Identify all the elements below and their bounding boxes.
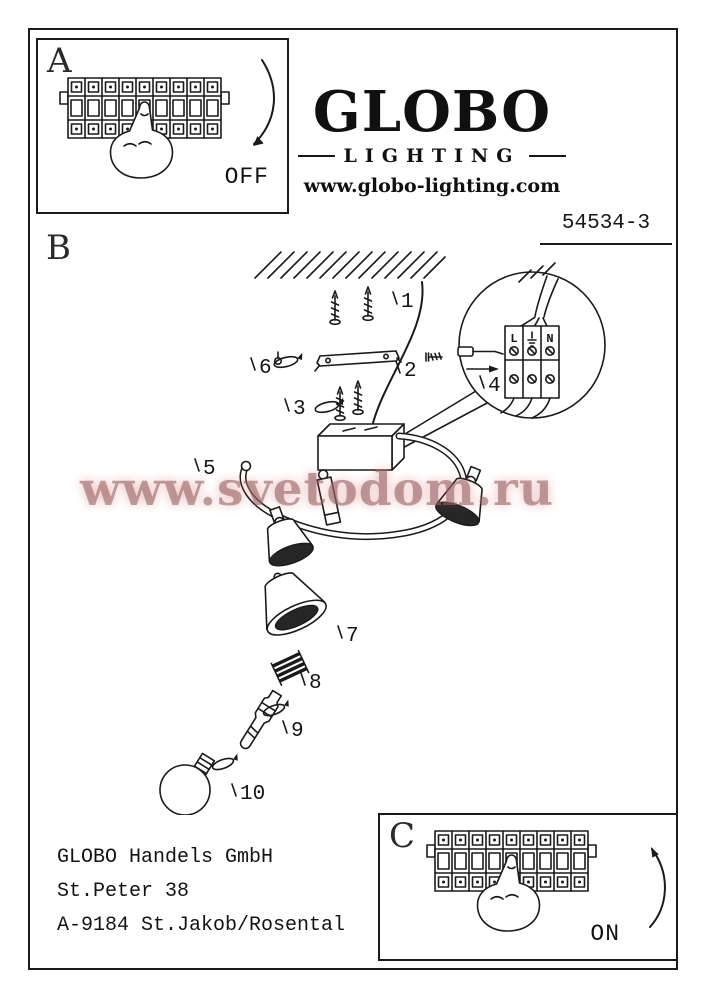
terminal-l-label: L xyxy=(510,332,517,346)
breaker-on-illustration xyxy=(426,830,666,932)
pointing-hand-icon xyxy=(476,854,541,932)
ceiling-ticks xyxy=(518,262,556,283)
page-border xyxy=(28,28,678,970)
screw-icon xyxy=(329,290,341,326)
breaker-off-illustration xyxy=(59,59,275,179)
shade-icon xyxy=(264,572,327,636)
socket-icon xyxy=(239,689,283,750)
terminal-n-label: N xyxy=(546,332,553,346)
panel-c: C ON xyxy=(378,813,678,961)
spiral-arm-icon xyxy=(239,432,468,541)
ring-icon xyxy=(270,649,310,687)
panel-a-label: A xyxy=(47,41,72,81)
spot-right-icon xyxy=(435,465,483,527)
panel-c-label: C xyxy=(389,816,416,856)
earth-symbol-icon xyxy=(527,331,537,347)
callout-5: 5 xyxy=(203,458,216,481)
callout-1: 1 xyxy=(401,291,414,314)
bulb-icon xyxy=(159,752,216,815)
callout-6: 6 xyxy=(259,357,272,380)
brand-name: GLOBO xyxy=(312,79,552,145)
address-line-3: A-9184 St.Jakob/Rosental xyxy=(57,914,346,937)
address-line-1: GLOBO Handels GmbH xyxy=(57,846,274,869)
callout-9: 9 xyxy=(291,720,304,743)
switch-direction-arrow-icon xyxy=(253,59,275,146)
breaker-off-label: OFF xyxy=(224,164,269,190)
panel-b-label: B xyxy=(46,228,71,268)
wiring-detail: L N 4 xyxy=(457,262,606,419)
tagline-rule-right xyxy=(528,155,567,157)
screw-horizontal-icon xyxy=(425,352,443,362)
screwdriver-icon xyxy=(457,346,504,373)
assembly-diagram: L N 4 xyxy=(159,251,606,815)
panel-a: A OFF xyxy=(36,38,289,214)
address-line-2: St.Peter 38 xyxy=(57,880,190,903)
callout-8: 8 xyxy=(309,672,322,695)
callout-ticks xyxy=(194,291,401,797)
tagline-rule-left xyxy=(298,155,336,157)
turn-arrow-icon xyxy=(314,397,344,414)
spot-left-icon xyxy=(266,506,314,567)
model-number: 54534-3 xyxy=(540,212,672,245)
cable-sheath xyxy=(534,275,559,318)
junction-box-icon xyxy=(317,423,405,471)
mains-cable xyxy=(371,281,424,428)
detail-leader-lines xyxy=(394,390,490,453)
spot-stem-icon xyxy=(316,469,342,526)
turn-arrow-icon xyxy=(273,352,303,369)
callout-4: 4 xyxy=(488,375,501,398)
screw-icon xyxy=(352,380,364,416)
brand-website: www.globo-lighting.com xyxy=(303,175,561,197)
brand-logo: GLOBO LIGHTING www.globo-lighting.com xyxy=(298,79,567,197)
brand-tagline: LIGHTING xyxy=(343,145,521,167)
pointing-hand-icon xyxy=(109,101,174,179)
manufacturer-address: GLOBO Handels GmbH St.Peter 38 A-9184 St… xyxy=(57,841,345,943)
switch-direction-arrow-icon xyxy=(649,847,666,928)
screw-icon xyxy=(362,286,374,322)
terminal-screws xyxy=(508,346,555,385)
turn-arrow-icon xyxy=(262,699,289,717)
ceiling-hatch-icon xyxy=(254,251,446,279)
screw-icon xyxy=(334,386,346,422)
turn-arrow-icon xyxy=(211,753,238,771)
breaker-on-label: ON xyxy=(590,921,620,947)
brand-tagline-row: LIGHTING xyxy=(298,145,567,167)
callout-2: 2 xyxy=(404,360,417,383)
callout-10: 10 xyxy=(240,783,265,806)
mounting-bracket-icon xyxy=(314,350,402,372)
callout-3: 3 xyxy=(293,398,306,421)
outgoing-wires xyxy=(500,397,551,419)
callout-7: 7 xyxy=(346,625,359,648)
